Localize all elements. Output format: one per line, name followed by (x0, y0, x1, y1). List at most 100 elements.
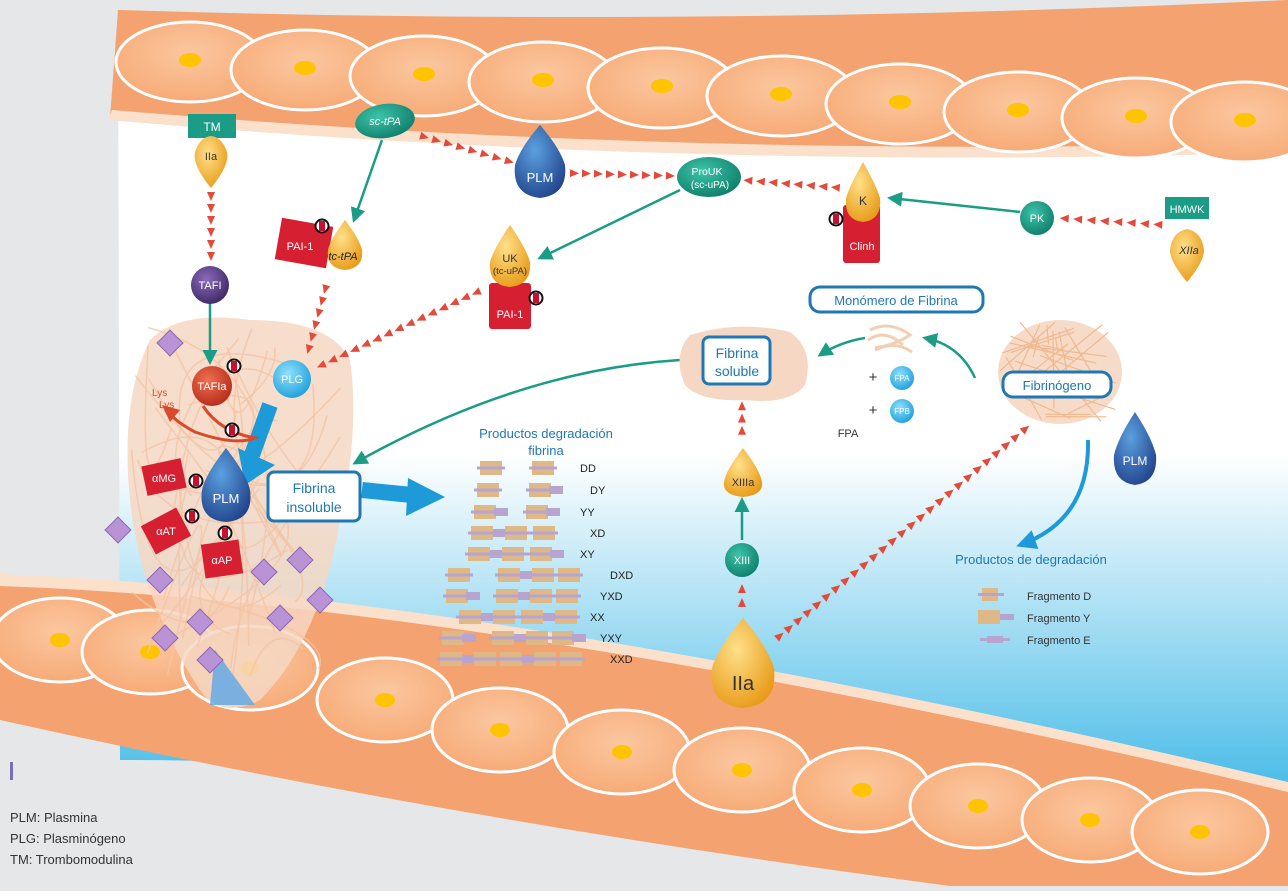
tafia-label: TAFIa (197, 381, 227, 393)
fragment-link (502, 532, 530, 535)
fragmento-e-label: Fragmento E (1027, 635, 1091, 647)
fragment-link (493, 595, 521, 598)
fragment-link (474, 489, 502, 492)
fragment-label: XXD (610, 654, 633, 666)
fragment-link (499, 553, 527, 556)
cell-nucleus (1080, 813, 1100, 827)
uk-label-2: (tc-uPA) (493, 266, 527, 277)
arrow-insoluble-to-products (362, 490, 412, 495)
fragment-label: YXD (600, 591, 623, 603)
cell-nucleus (413, 67, 435, 81)
cell-nucleus (889, 95, 911, 109)
fragment-label: XD (590, 528, 605, 540)
pk-label: PK (1030, 213, 1045, 225)
fragment-link (523, 637, 551, 640)
fragment-e-block (546, 508, 560, 516)
cell-nucleus (375, 693, 395, 707)
tm-label: TM (203, 120, 220, 134)
legend-item: PLG: Plasminógeno (10, 831, 133, 852)
fragment-e-block (462, 634, 476, 642)
fragment-link (529, 467, 557, 470)
uk-label-1: UK (502, 253, 518, 265)
fragment-link (437, 658, 465, 661)
fibrina-soluble-label-1: Fibrina (716, 345, 759, 361)
cell-nucleus (732, 763, 752, 777)
cell-nucleus (490, 723, 510, 737)
aat-label: αAT (156, 526, 176, 538)
inhibit-mark-aap (219, 527, 232, 540)
prouk-label-2: (sc-uPA) (691, 180, 729, 191)
k-label: K (859, 194, 867, 208)
fragment-e-block (466, 592, 480, 600)
fibrina-insoluble-label-2: insoluble (286, 499, 341, 515)
legend-item: TM: Trombomodulina (10, 852, 133, 873)
pai1-mid-block (489, 283, 531, 329)
fragment-link (527, 595, 555, 598)
fragment-label: YY (580, 507, 595, 519)
inhibit-mark-tafia (228, 360, 241, 373)
fragment-link (555, 574, 583, 577)
plm-top-label: PLM (527, 170, 554, 185)
fragment-e-block (549, 486, 563, 494)
inhibit-mark-amg (190, 475, 203, 488)
pdf-title-1: Productos degradación (479, 426, 613, 441)
fragment-link (490, 616, 518, 619)
fpa-text: FPA (838, 428, 859, 440)
iia-big-label: IIa (732, 673, 755, 695)
fragment-link (557, 658, 585, 661)
fragmento-y-label: Fragmento Y (1027, 613, 1091, 625)
fragment-link (477, 467, 505, 470)
legend: PLM: Plasmina PLG: Plasminógeno TM: Trom… (10, 810, 133, 873)
productos-degradacion-title: Productos de degradación (955, 552, 1107, 567)
xiii-label: XIII (734, 555, 751, 567)
fragment-link (456, 616, 484, 619)
legend-item: PLM: Plasmina (10, 810, 133, 831)
sc-tpa-label: sc-tPA (369, 116, 401, 128)
cell-nucleus (852, 783, 872, 797)
cell-nucleus (50, 633, 70, 647)
fpa-label: FPA (895, 374, 911, 383)
tc-tpa-label: tc-tPA (328, 251, 357, 263)
fragment-link (530, 532, 558, 535)
fragment-link (495, 574, 523, 577)
legend-marker (10, 762, 13, 780)
lys-label-2: Lys (159, 400, 174, 411)
cell-nucleus (179, 53, 201, 67)
fragmento-d-label: Fragmento D (1027, 591, 1091, 603)
amg-label: αMG (152, 473, 176, 485)
cell-nucleus (1125, 109, 1147, 123)
plus-sign-2: + (869, 402, 878, 419)
fragment-link (471, 658, 499, 661)
fragment-label: YXY (600, 633, 623, 645)
fragment-link (465, 553, 493, 556)
prouk-label-1: ProUK (692, 166, 723, 178)
fragment-e-block (550, 550, 564, 558)
fragment-label: DXD (610, 570, 633, 582)
plm-right-label: PLM (1123, 454, 1148, 468)
plus-sign-1: + (869, 369, 878, 386)
fragment-link (529, 574, 557, 577)
fragment-link (489, 637, 517, 640)
clinh-label: Clinh (849, 241, 874, 253)
fragment-link (518, 616, 546, 619)
cell-nucleus (651, 79, 673, 93)
hmwk-label: HMWK (1170, 204, 1205, 216)
fragment-label: XX (590, 612, 605, 624)
tafi-label: TAFI (198, 280, 221, 292)
cell-nucleus (1234, 113, 1256, 127)
cell-nucleus (532, 73, 554, 87)
pdf-title-2: fibrina (528, 443, 564, 458)
iia-small-label: IIa (205, 151, 218, 163)
fragment-link (497, 658, 525, 661)
fragment-label: XY (580, 549, 595, 561)
fragment-link (553, 595, 581, 598)
fibrinogeno-label: Fibrinógeno (1023, 378, 1092, 393)
monomero-label: Monómero de Fibrina (834, 293, 958, 308)
fragment-link (445, 574, 473, 577)
pai1-left-label: PAI-1 (287, 241, 314, 253)
xiia-label: XIIa (1178, 245, 1199, 257)
inhibit-mark-tctpa (316, 220, 329, 233)
inhibit-mark-k (830, 213, 843, 226)
